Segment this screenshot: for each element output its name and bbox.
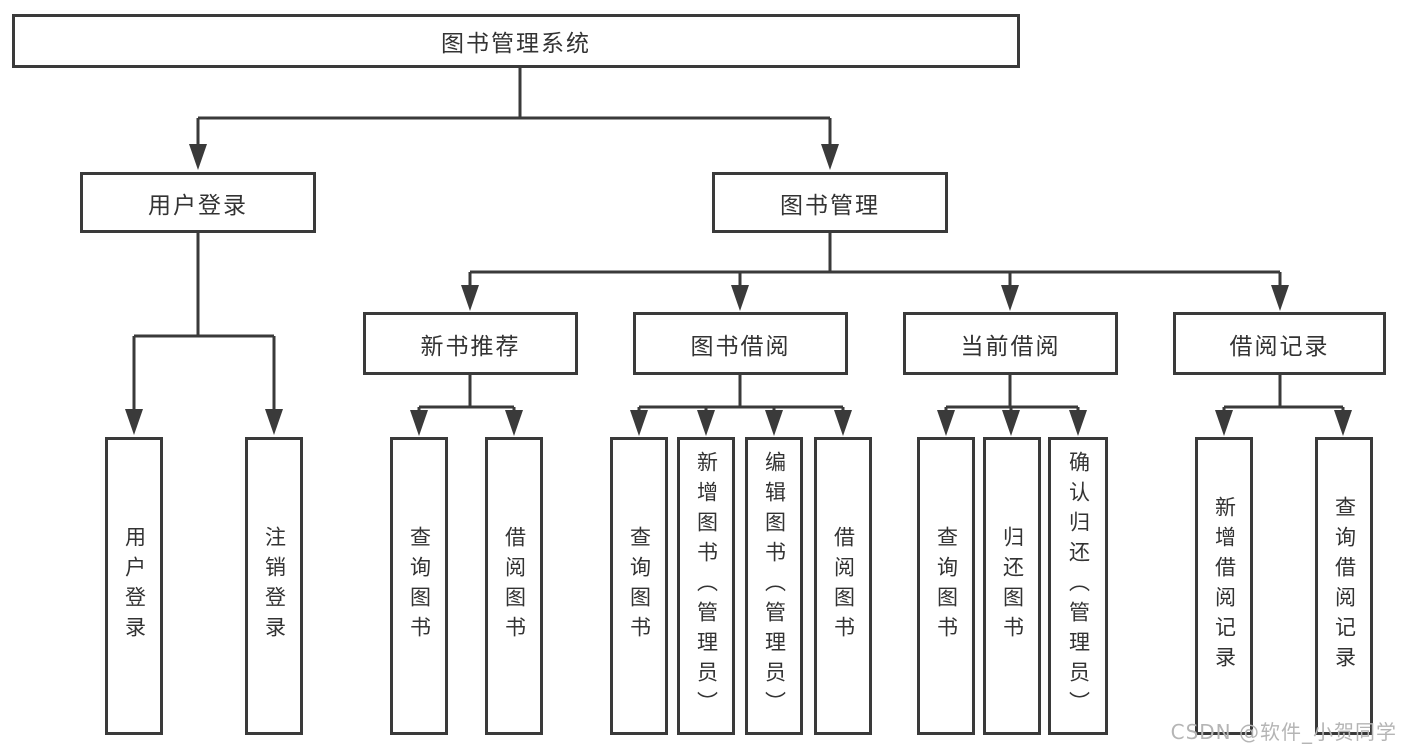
leaf-borrow-query-book-label: 查询图书 [627,526,652,646]
node-current-borrow: 当前借阅 [903,312,1118,375]
leaf-logout-label: 注销登录 [262,526,287,646]
leaf-add-book-admin-label: 新增图书（管理员） [694,451,719,721]
node-book-management: 图书管理 [712,172,948,233]
leaf-edit-book-admin: 编辑图书（管理员） [745,437,803,735]
node-current-borrow-label: 当前借阅 [960,333,1061,360]
node-user-login-label: 用户登录 [148,192,248,219]
leaf-confirm-return-admin: 确认归还（管理员） [1048,437,1108,735]
leaf-borrow-book: 借阅图书 [814,437,872,735]
leaf-borrow-query-book: 查询图书 [610,437,668,735]
leaf-return-book: 归还图书 [983,437,1041,735]
leaf-query-borrow-record-label: 查询借阅记录 [1332,496,1357,676]
leaf-logout: 注销登录 [245,437,303,735]
csdn-watermark: CSDN @软件_小贺同学 [1170,720,1397,744]
node-new-book-recommend: 新书推荐 [363,312,578,375]
node-book-management-label: 图书管理 [780,192,880,219]
leaf-return-book-label: 归还图书 [1000,526,1025,646]
leaf-add-book-admin: 新增图书（管理员） [677,437,735,735]
node-root-system: 图书管理系统 [12,14,1020,68]
node-borrow-record: 借阅记录 [1173,312,1386,375]
leaf-newbook-query: 查询图书 [390,437,448,735]
leaf-add-borrow-record-label: 新增借阅记录 [1212,496,1237,676]
leaf-edit-book-admin-label: 编辑图书（管理员） [762,451,787,721]
node-user-login: 用户登录 [80,172,316,233]
node-root-label: 图书管理系统 [441,31,591,57]
leaf-user-login-label: 用户登录 [122,526,147,646]
leaf-query-borrow-record: 查询借阅记录 [1315,437,1373,735]
leaf-user-login: 用户登录 [105,437,163,735]
node-book-borrow-label: 图书借阅 [690,333,791,360]
leaf-confirm-return-admin-label: 确认归还（管理员） [1066,451,1091,721]
node-book-borrow: 图书借阅 [633,312,848,375]
leaf-newbook-borrow: 借阅图书 [485,437,543,735]
leaf-current-query-book: 查询图书 [917,437,975,735]
leaf-newbook-query-label: 查询图书 [407,526,432,646]
node-new-book-recommend-label: 新书推荐 [420,333,521,360]
leaf-borrow-book-label: 借阅图书 [831,526,856,646]
leaf-add-borrow-record: 新增借阅记录 [1195,437,1253,735]
leaf-current-query-book-label: 查询图书 [934,526,959,646]
node-borrow-record-label: 借阅记录 [1229,333,1330,360]
leaf-newbook-borrow-label: 借阅图书 [502,526,527,646]
